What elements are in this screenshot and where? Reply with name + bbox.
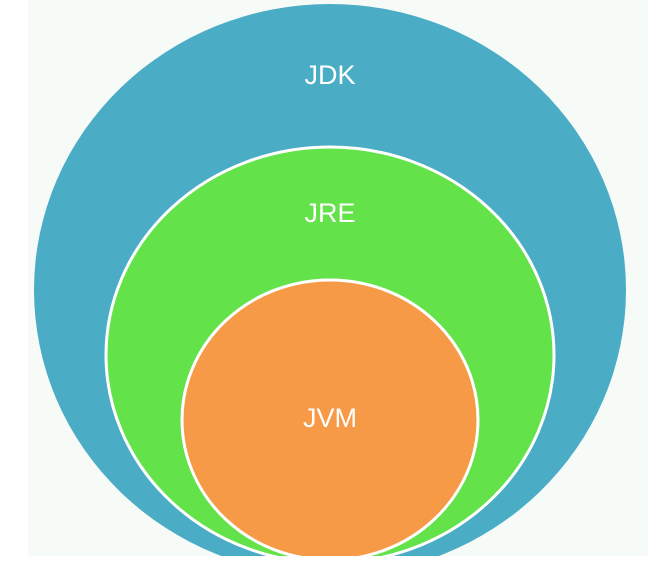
jre-label: JRE — [304, 198, 355, 228]
jvm-label: JVM — [303, 403, 357, 433]
jdk-label: JDK — [304, 60, 355, 90]
bottom-mask — [0, 556, 666, 559]
